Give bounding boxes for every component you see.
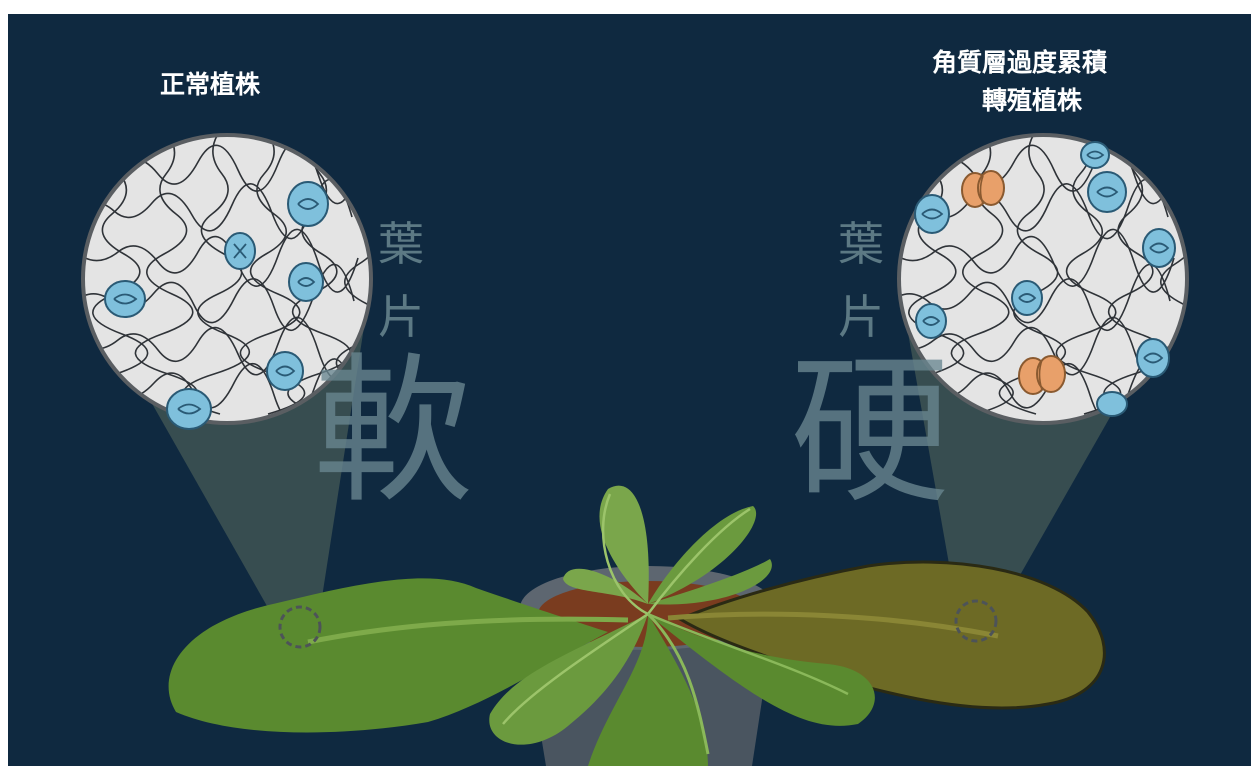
leaf-spot-left — [278, 605, 322, 649]
word-leaf-top-right: 葉 — [838, 217, 884, 271]
magnified-epidermis-normal — [81, 133, 373, 430]
word-soft: 軟 — [313, 338, 474, 525]
word-leaf-top-left: 葉 — [378, 217, 424, 271]
illustration — [81, 133, 1189, 766]
word-leaf-bottom-left: 片 — [378, 290, 424, 344]
leaf-spot-right — [954, 599, 998, 643]
word-hard: 硬 — [790, 338, 951, 525]
rosette-leaves — [489, 485, 875, 766]
label-normal-plant: 正常植株 — [160, 70, 261, 99]
label-transgenic-line2: 轉殖植株 — [982, 86, 1083, 115]
magnified-epidermis-cuticle — [897, 133, 1189, 425]
diagram-panel: 正常植株 角質層過度累積 轉殖植株 葉 片 葉 片 軟 硬 — [8, 14, 1251, 766]
label-transgenic-line1: 角質層過度累積 — [932, 48, 1108, 77]
word-leaf-bottom-right: 片 — [838, 290, 884, 344]
leaf-normal — [168, 578, 629, 733]
